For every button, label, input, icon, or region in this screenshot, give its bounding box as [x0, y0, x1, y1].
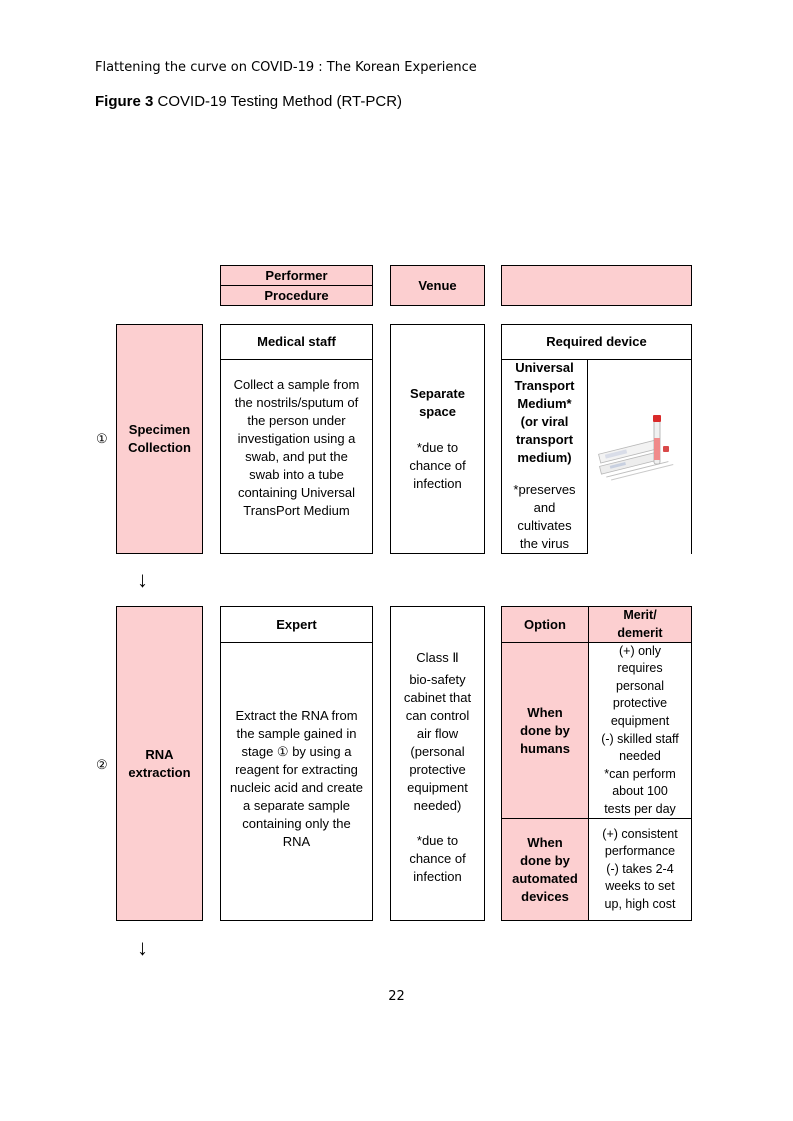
merit-header: Merit/demerit — [588, 606, 692, 643]
stage2-number: ② — [96, 757, 108, 772]
stage1-device-right-border — [691, 359, 692, 554]
option-header: Option — [501, 606, 589, 643]
figure-title: COVID-19 Testing Method (RT-PCR) — [153, 93, 403, 110]
figure-caption: Figure 3 COVID-19 Testing Method (RT-PCR… — [95, 93, 402, 110]
stage1-device-header: Required device — [501, 324, 692, 360]
arrow-down-icon: ↓ — [137, 935, 148, 960]
legend-blank — [501, 265, 692, 306]
test-tube-icon — [598, 415, 674, 481]
figure-label: Figure 3 — [95, 93, 154, 110]
running-title: Flattening the curve on COVID-19 : The K… — [95, 60, 477, 75]
stage2-performer: Expert — [220, 606, 373, 643]
legend-venue: Venue — [390, 265, 485, 306]
arrow-down-icon: ↓ — [137, 567, 148, 592]
stage1-number: ① — [96, 431, 108, 446]
legend-procedure: Procedure — [220, 285, 373, 306]
test-tube-swab-kit-image — [596, 410, 686, 490]
legend-performer: Performer — [220, 265, 373, 286]
page-number: 22 — [388, 989, 405, 1004]
stage1-performer: Medical staff — [220, 324, 373, 360]
